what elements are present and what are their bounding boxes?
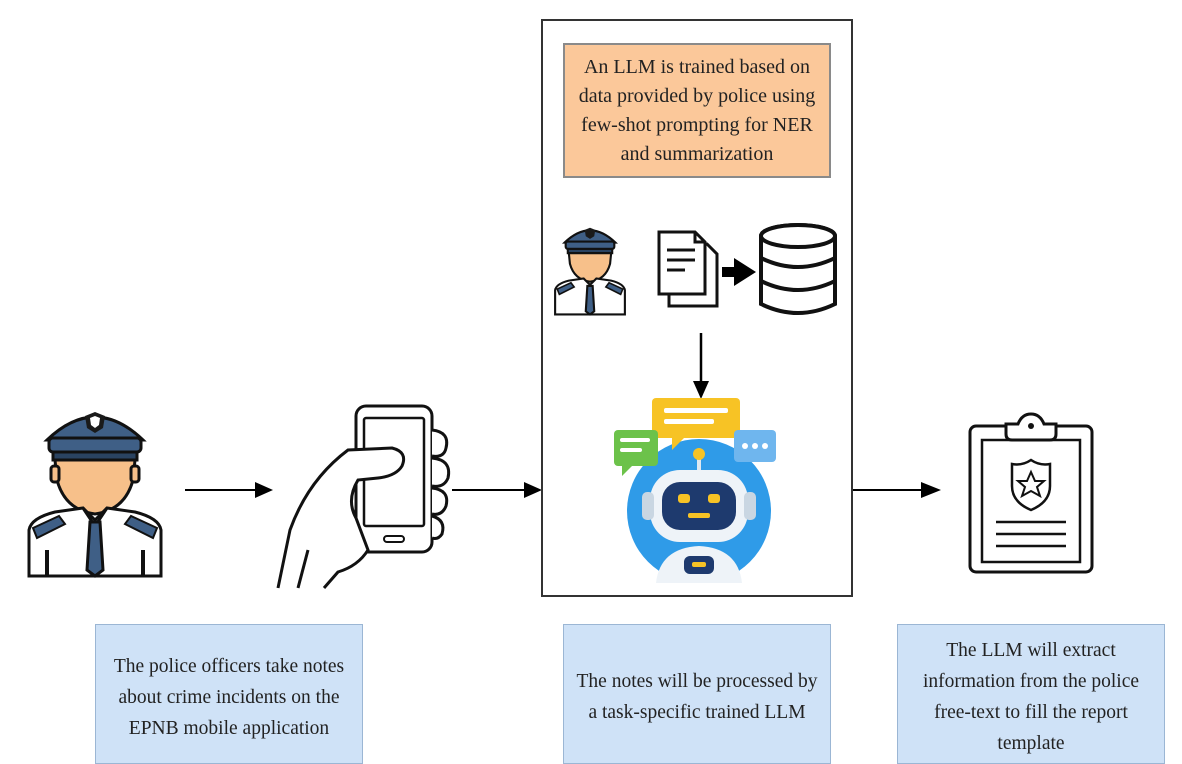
hand-holding-phone-icon bbox=[276, 404, 451, 589]
chatbot-robot-icon bbox=[614, 398, 776, 583]
arrow-icon bbox=[693, 333, 709, 399]
police-officer-icon bbox=[554, 227, 626, 316]
police-officer-icon bbox=[27, 412, 163, 578]
llm-training-note: An LLM is trained based on data provided… bbox=[563, 43, 831, 178]
documents-icon bbox=[657, 230, 719, 308]
extraction-caption: The LLM will extract information from th… bbox=[897, 624, 1165, 764]
police-report-clipboard-icon bbox=[968, 412, 1094, 574]
officers-caption: The police officers take notes about cri… bbox=[95, 624, 363, 764]
arrow-icon bbox=[452, 482, 542, 498]
arrow-icon bbox=[853, 482, 941, 498]
processing-caption: The notes will be processed by a task-sp… bbox=[563, 624, 831, 764]
arrow-icon bbox=[722, 258, 756, 286]
arrow-icon bbox=[185, 482, 273, 498]
database-icon bbox=[759, 223, 837, 315]
